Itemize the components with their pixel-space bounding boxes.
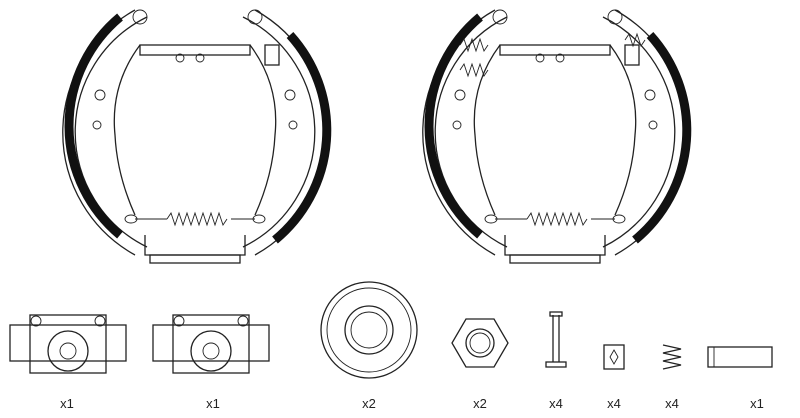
quantity-label-cup: x4 <box>607 396 621 411</box>
hold-down-pin <box>545 311 567 368</box>
quantity-label-pin: x4 <box>549 396 563 411</box>
brake-drum-seal <box>320 281 418 379</box>
adjuster-sleeve <box>707 346 773 368</box>
hold-down-spring <box>662 344 682 370</box>
quantity-label-seal: x2 <box>362 396 376 411</box>
hold-down-cup <box>603 344 625 370</box>
quantity-label-wheel-cylinder-2: x1 <box>206 396 220 411</box>
brake-shoe-assembly-left <box>63 10 327 263</box>
brake-shoe-assembly-right <box>423 10 687 263</box>
quantity-label-wheel-cylinder-1: x1 <box>60 396 74 411</box>
wheel-cylinder-1 <box>9 314 127 374</box>
quantity-label-sleeve: x1 <box>750 396 764 411</box>
quantity-label-nut: x2 <box>473 396 487 411</box>
wheel-cylinder-2 <box>152 314 270 374</box>
hex-nut <box>451 318 509 368</box>
quantity-label-spring: x4 <box>665 396 679 411</box>
